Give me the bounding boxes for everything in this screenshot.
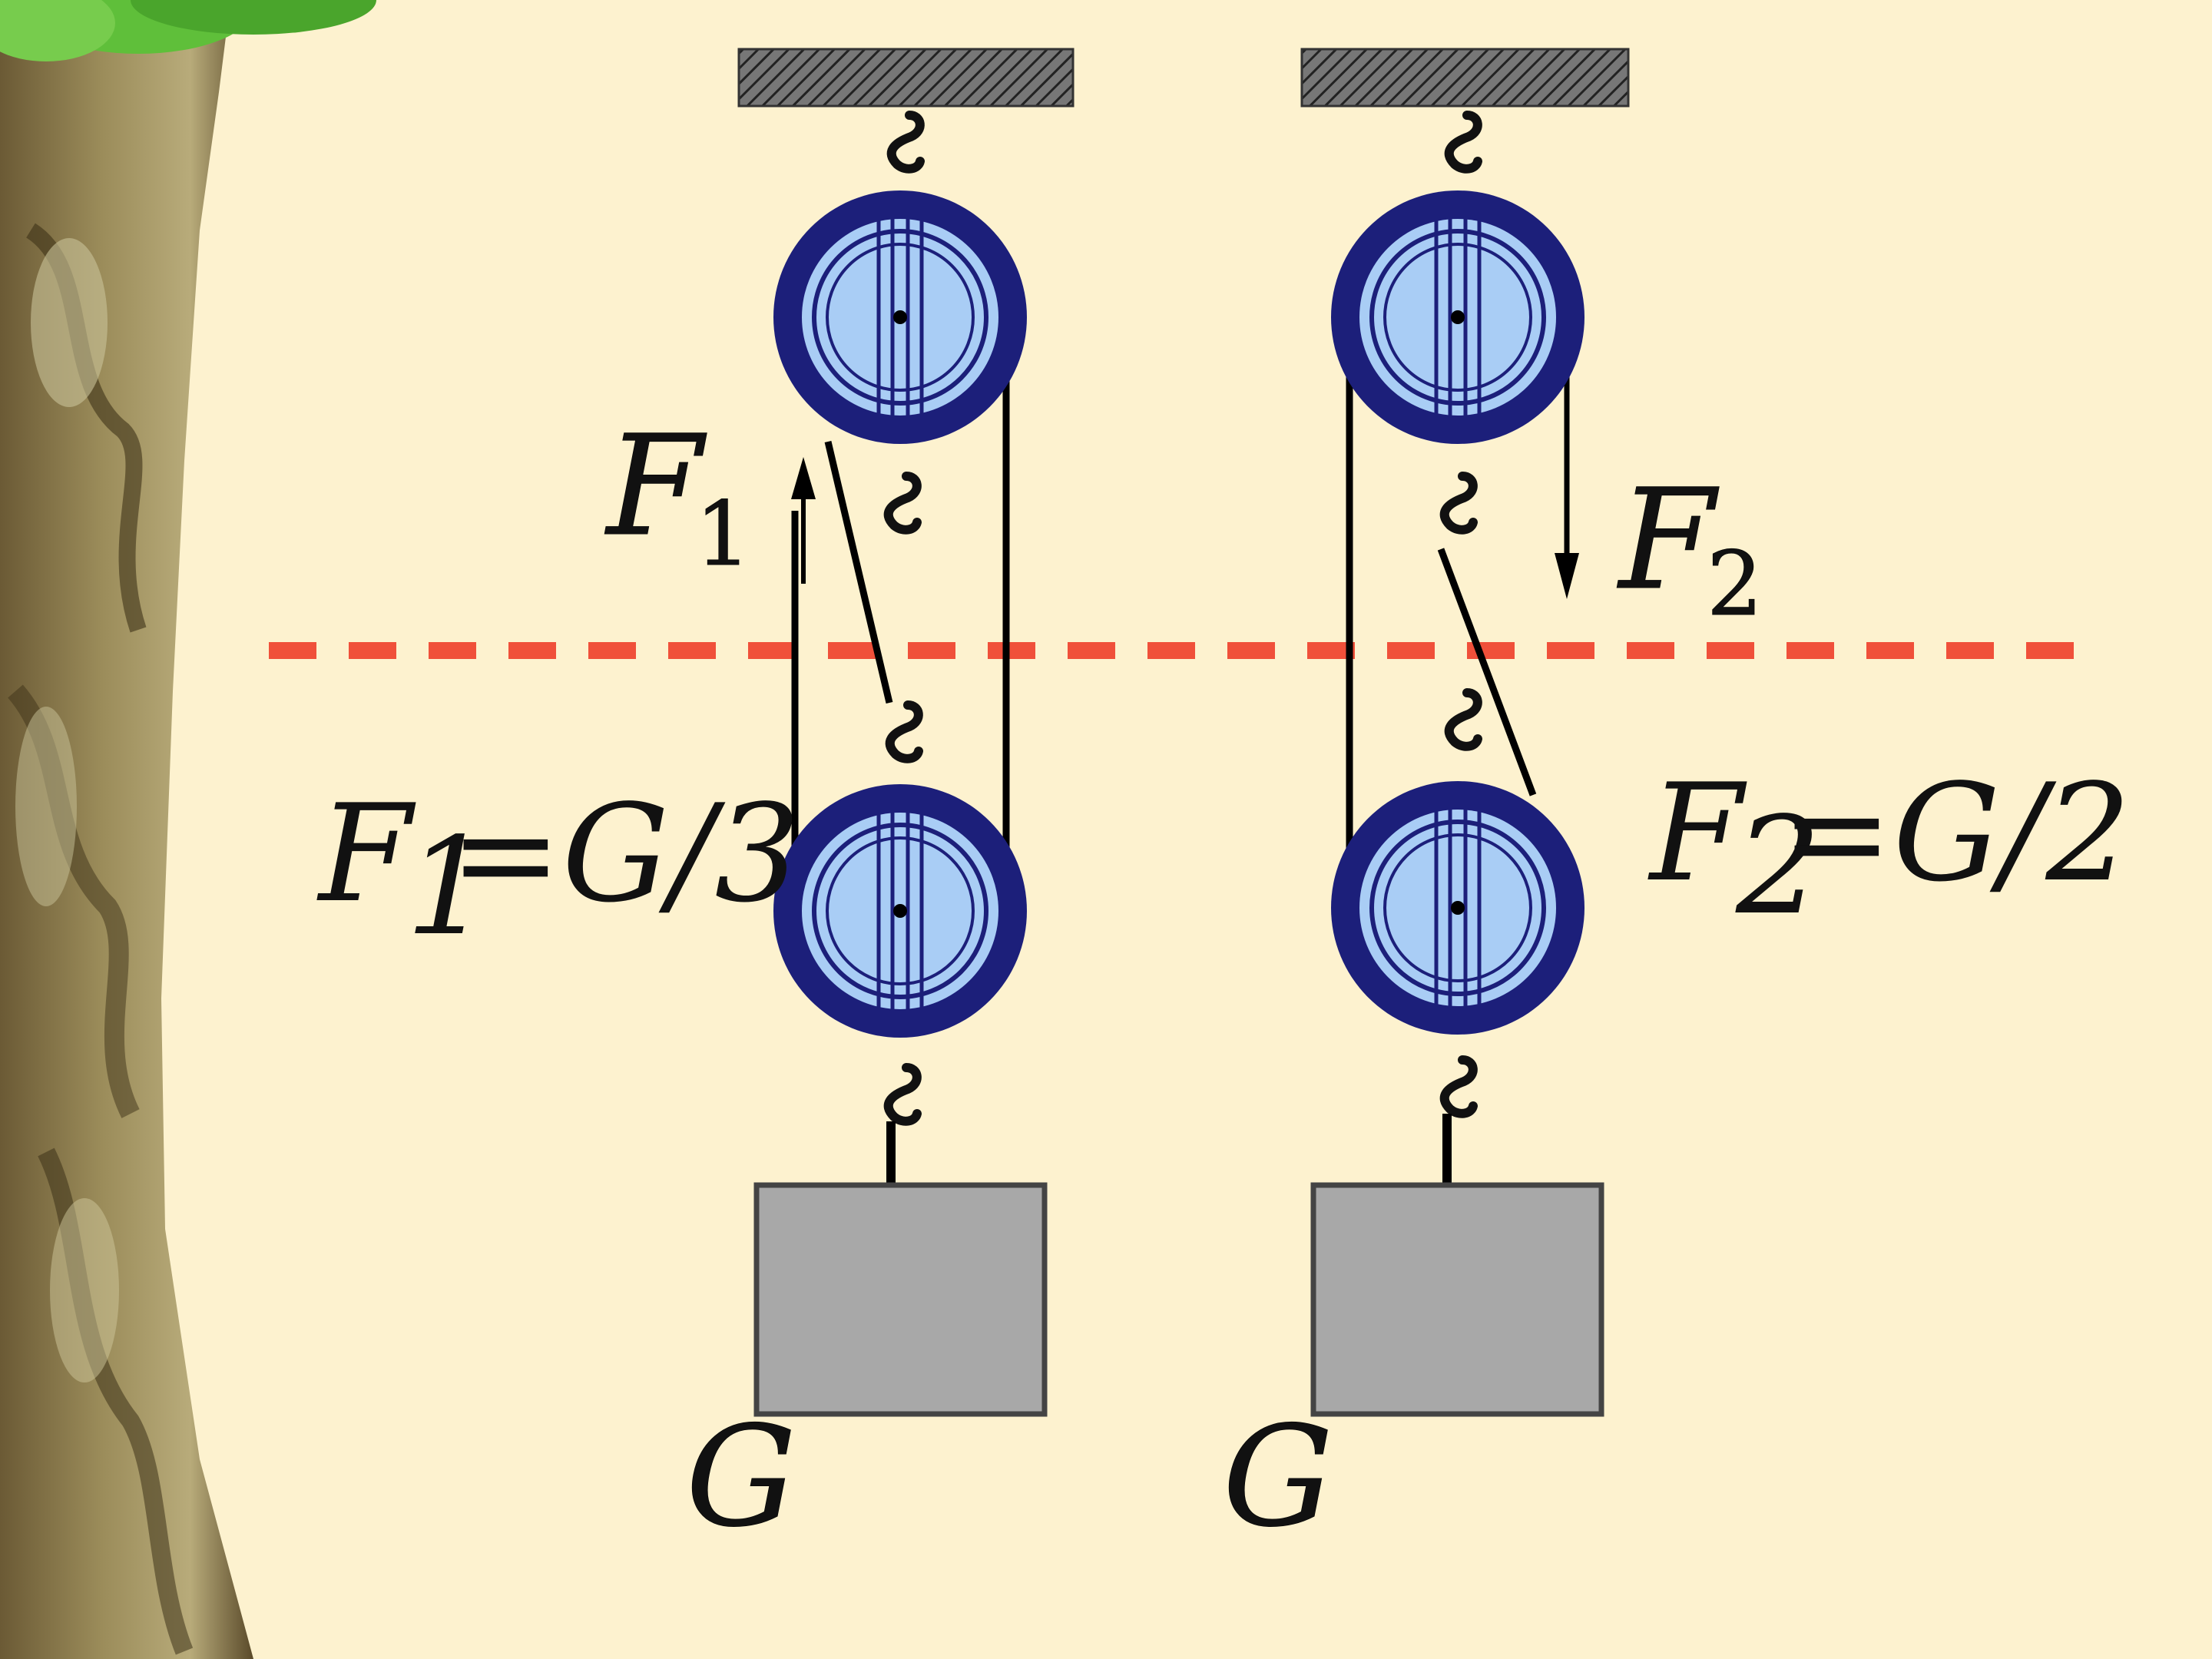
right-force-subscript: 2: [1707, 533, 1763, 636]
left-equation-rhs: =G/3: [449, 777, 800, 932]
right-top-hook: [1449, 115, 1478, 169]
right-fixed-pulley: [1331, 190, 1584, 444]
left-lower-hook: [890, 705, 919, 759]
right-rope-diagonal: [1437, 548, 1537, 796]
right-lower-hook: [1449, 693, 1478, 747]
left-movable-pulley: [773, 784, 1027, 1038]
left-pulley-system: [737, 48, 1075, 1417]
right-equation-lhs: F: [1647, 756, 1747, 912]
left-force-arrowhead: [791, 457, 816, 499]
left-ceiling-support: [737, 48, 1075, 108]
right-equation-rhs: =G/2: [1780, 756, 2131, 912]
left-top-hook: [892, 115, 920, 169]
right-force-label: F: [1617, 460, 1720, 621]
right-pulley-system: [1300, 48, 1630, 1417]
left-middle-hook: [889, 476, 917, 530]
left-rope-diagonal: [824, 440, 893, 704]
left-force-label: F: [604, 406, 707, 567]
right-force-arrowhead: [1555, 553, 1579, 599]
left-equation-subscript: 1: [406, 810, 491, 965]
left-equation-lhs: F: [316, 777, 416, 932]
right-equation-subscript: 2: [1735, 789, 1821, 945]
right-middle-hook: [1445, 476, 1473, 530]
left-fixed-pulley: [773, 190, 1027, 444]
right-bottom-hook: [1445, 1060, 1473, 1114]
left-force-subscript: 1: [695, 483, 751, 586]
right-movable-pulley: [1331, 781, 1584, 1035]
tree-trunk: [0, 0, 253, 1659]
left-weight-block: [753, 1182, 1048, 1417]
right-weight-label: G: [1223, 1397, 1333, 1558]
tree-foliage: [0, 0, 376, 61]
right-ceiling-support: [1300, 48, 1630, 108]
left-weight-label: G: [686, 1397, 796, 1558]
right-weight-block: [1310, 1182, 1604, 1417]
left-bottom-hook: [889, 1068, 917, 1121]
